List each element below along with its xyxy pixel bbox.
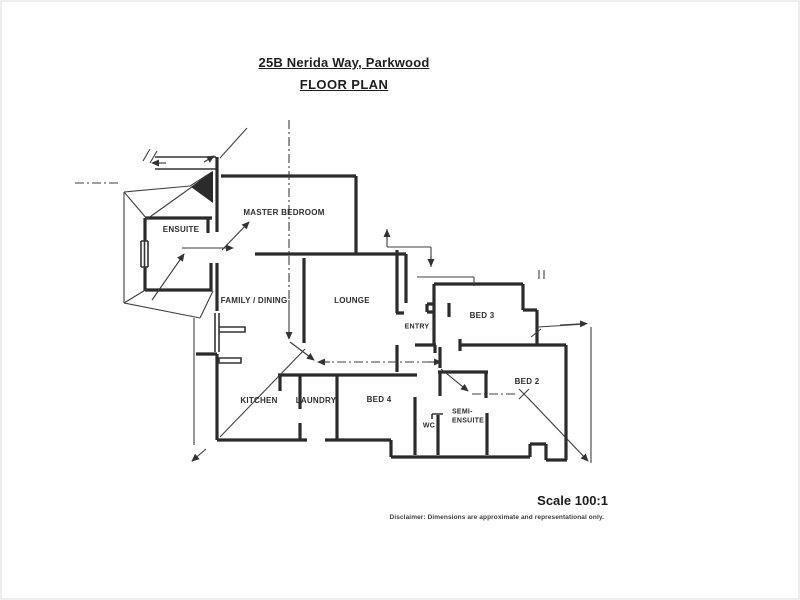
fixtures bbox=[140, 156, 443, 419]
address-title: 25B Nerida Way, Parkwood bbox=[258, 55, 430, 70]
leader-arrows bbox=[151, 155, 589, 462]
room-label-bed2: BED 2 bbox=[514, 377, 540, 386]
section-lines bbox=[75, 120, 516, 395]
room-label-master-bedroom: MASTER BEDROOM bbox=[243, 208, 325, 217]
disclaimer-text: Disclaimer: Dimensions are approximate a… bbox=[389, 514, 604, 521]
room-label-semi-ensuite: SEMI- ENSUITE bbox=[452, 408, 485, 424]
title-block: 25B Nerida Way, Parkwood FLOOR PLAN bbox=[259, 55, 430, 92]
room-label-bed4: BED 4 bbox=[366, 395, 392, 404]
room-label-entry: ENTRY bbox=[404, 323, 430, 331]
room-label-wc: WC bbox=[422, 422, 436, 430]
room-label-laundry: LAUNDRY bbox=[295, 396, 337, 405]
walls bbox=[143, 157, 568, 462]
room-label-lounge: LOUNGE bbox=[334, 296, 370, 305]
plan-type-title: FLOOR PLAN bbox=[299, 77, 389, 92]
room-label-bed3: BED 3 bbox=[469, 311, 495, 320]
room-label-kitchen: KITCHEN bbox=[240, 396, 278, 405]
room-label-ensuite: ENSUITE bbox=[162, 225, 200, 234]
room-label-family-dining: FAMILY / DINING bbox=[220, 296, 288, 305]
entry-arrow-wedge bbox=[191, 171, 213, 203]
scale-label: Scale 100:1 bbox=[537, 493, 608, 508]
